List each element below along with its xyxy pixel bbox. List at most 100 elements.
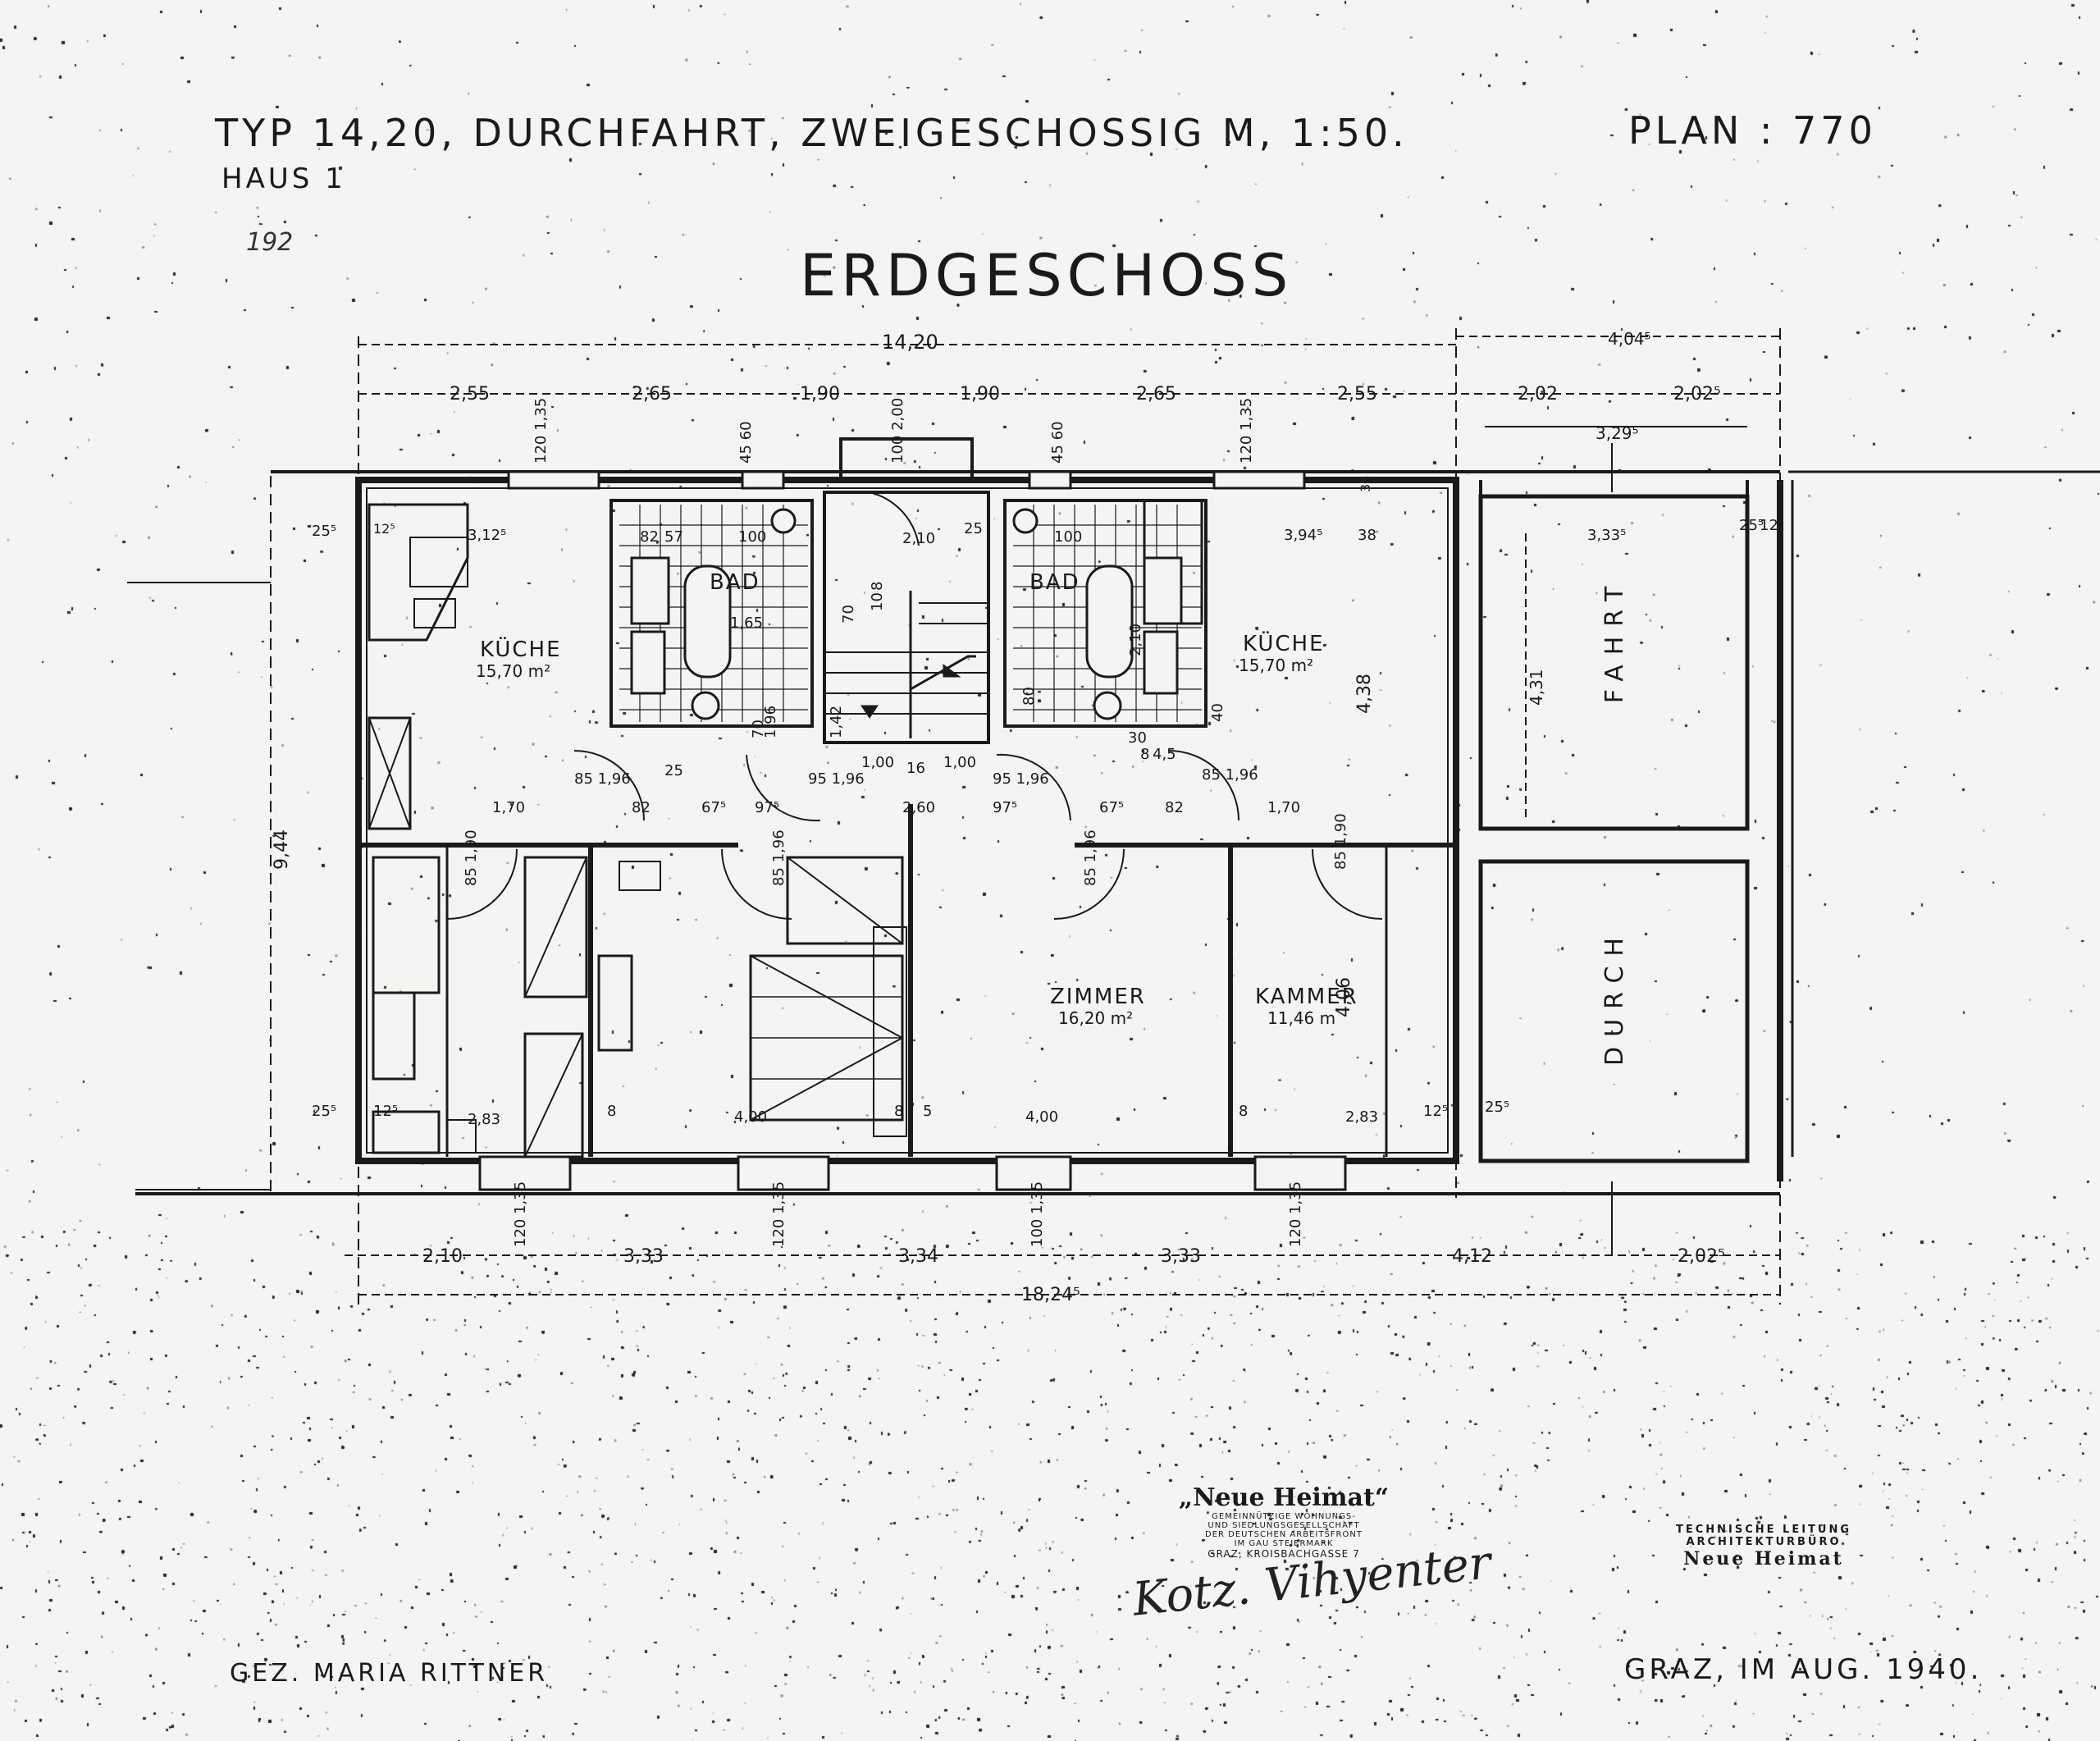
dimension-label: 4,38	[1354, 674, 1375, 714]
dimension-label: 70	[750, 720, 767, 738]
dimension-label: 1,70	[492, 799, 525, 816]
dimension-label: 120 1,35	[512, 1181, 529, 1247]
dimension-label: 1,90	[800, 384, 840, 404]
stamp-name: „Neue Heimat“	[1178, 1483, 1390, 1512]
dimension-label: 3,33	[623, 1246, 664, 1267]
dimension-label: 8	[894, 1103, 903, 1120]
dimension-label: 9,44	[272, 829, 292, 870]
dimension-label: 8	[869, 582, 886, 591]
floor-title: ERDGESCHOSS	[800, 242, 1294, 309]
drawn-by: GEZ. MARIA RITTNER	[230, 1659, 549, 1688]
dimension-label: 1,00	[943, 754, 976, 771]
room-kueche-right: KÜCHE	[1243, 630, 1325, 656]
dimension-label: 85 1,96	[770, 829, 788, 886]
dimension-label: 4,12	[1452, 1246, 1492, 1267]
dimension-label: 4,31	[1527, 669, 1546, 706]
passage-lower	[1478, 859, 1750, 1163]
dimension-label: 82	[1165, 799, 1184, 816]
chimney	[839, 437, 974, 482]
plan-number: PLAN : 770	[1628, 108, 1877, 153]
dimension-label: 97⁵	[755, 799, 779, 816]
company-stamp: „Neue Heimat“ GEMEINNÜTZIGE WOHNUNGS- UN…	[1165, 1483, 1403, 1560]
dimension-label: 4,00	[1025, 1108, 1058, 1126]
dimension-label: 25⁵	[1739, 517, 1764, 534]
dimension-label: 2,10	[1127, 624, 1144, 656]
dimension-label: 2,10	[902, 530, 935, 547]
room-kammer: KAMMER	[1255, 985, 1358, 1009]
dimension-label: 2,55	[450, 384, 490, 404]
stamp-line: UND SIEDLUNGSGESELLSCHAFT	[1208, 1521, 1360, 1530]
dimension-label: 38	[1358, 476, 1373, 492]
room-kueche-left: KÜCHE	[480, 636, 562, 662]
room-bad-right: BAD	[1029, 570, 1080, 595]
dimension-label: 12⁵	[1760, 517, 1784, 534]
dimension-label: 1,42	[828, 706, 845, 738]
dimension-label: 1,90	[960, 384, 1000, 404]
passage-upper	[1478, 494, 1750, 831]
dimension-label: 16	[906, 760, 925, 777]
dimension-label: 2,10	[422, 1246, 463, 1267]
dimension-label: 2,65	[1136, 384, 1176, 404]
dimension-label: 2,55	[1337, 384, 1377, 404]
dimension-label: 1,65	[730, 615, 763, 632]
passage-label-durch: DURCH	[1600, 928, 1629, 1066]
dimension-label: 25⁵	[1485, 1099, 1509, 1116]
dimension-label: 85 1,96	[1082, 829, 1099, 886]
dimension-label: 2,65	[632, 384, 672, 404]
dimension-label: 100 1,35	[1029, 1181, 1046, 1247]
dimension-label: 25	[964, 520, 983, 537]
room-kueche-left-area: 15,70 m²	[476, 661, 550, 681]
bath-left	[609, 499, 814, 728]
dimension-label: 8	[1140, 746, 1149, 763]
passage-label-fahrt: FAHRT	[1600, 577, 1629, 704]
place-date: GRAZ, IM AUG. 1940.	[1624, 1653, 1983, 1686]
dimension-label: 120 1,35	[532, 398, 550, 464]
dimension-label: 100	[1054, 528, 1082, 546]
dimension-label: 2,02	[1518, 384, 1558, 404]
dimension-label: 40	[1209, 703, 1226, 722]
dimension-label: 3,33⁵	[1587, 527, 1626, 544]
dimension-label: 2,02⁵	[1678, 1246, 1725, 1267]
stamp-line: GRAZ, KROISBACHGASSE 7	[1208, 1548, 1360, 1560]
dimension-label: 1,70	[1267, 799, 1300, 816]
dimension-label: 120 1,35	[1238, 398, 1255, 464]
dimension-label: 67⁵	[1099, 799, 1124, 816]
dimension-label: 97⁵	[993, 799, 1017, 816]
office-line: TECHNISCHE LEITUNG	[1675, 1524, 1852, 1536]
plan-title: TYP 14,20, DURCHFAHRT, ZWEIGESCHOSSIG M,…	[215, 111, 1408, 155]
dimension-label: 85 1,96	[1202, 766, 1258, 784]
dimension-label: 8	[1239, 1103, 1248, 1120]
bathtub-right	[1085, 564, 1134, 679]
dimension-label: 3,94⁵	[1284, 527, 1322, 544]
room-kueche-right-area: 15,70 m²	[1239, 656, 1313, 675]
dimension-label: 25⁵	[312, 1103, 336, 1120]
dimension-label: 120 1,35	[1287, 1181, 1304, 1247]
dimension-label: 67⁵	[701, 799, 726, 816]
dimension-label: 10	[869, 592, 886, 611]
dimension-label: 85 1,90	[1332, 813, 1349, 870]
dimension-label: 57	[664, 528, 683, 546]
room-bad-left: BAD	[710, 570, 760, 595]
office-name: Neue Heimat	[1683, 1548, 1844, 1570]
dimension-label: 25	[664, 762, 683, 779]
stairwell	[823, 491, 990, 744]
dimension-label: 45 60	[1049, 421, 1066, 464]
dimension-label: 82	[632, 799, 651, 816]
dimension-label: 80	[1020, 687, 1038, 706]
dimension-label: 85 1,96	[574, 770, 631, 788]
dimension-label: 4,5	[1153, 746, 1176, 763]
dimension-label: 8	[607, 1103, 616, 1120]
room-zimmer: ZIMMER	[1050, 985, 1146, 1009]
dimension-label: 3,33	[1161, 1246, 1201, 1267]
dimension-label: 3,29⁵	[1596, 423, 1639, 443]
dimension-label: 1,00	[861, 754, 894, 771]
office-line: ARCHITEKTURBÜRO	[1686, 1536, 1842, 1548]
dimension-label: 14,20	[882, 331, 938, 354]
dimension-label: 100	[738, 528, 766, 546]
office-block: TECHNISCHE LEITUNG ARCHITEKTURBÜRO Neue …	[1657, 1524, 1870, 1570]
dimension-label: 2,60	[902, 799, 935, 816]
house-label: HAUS 1	[221, 162, 346, 195]
stamp-line: IM GAU STEIERMARK	[1234, 1539, 1334, 1548]
